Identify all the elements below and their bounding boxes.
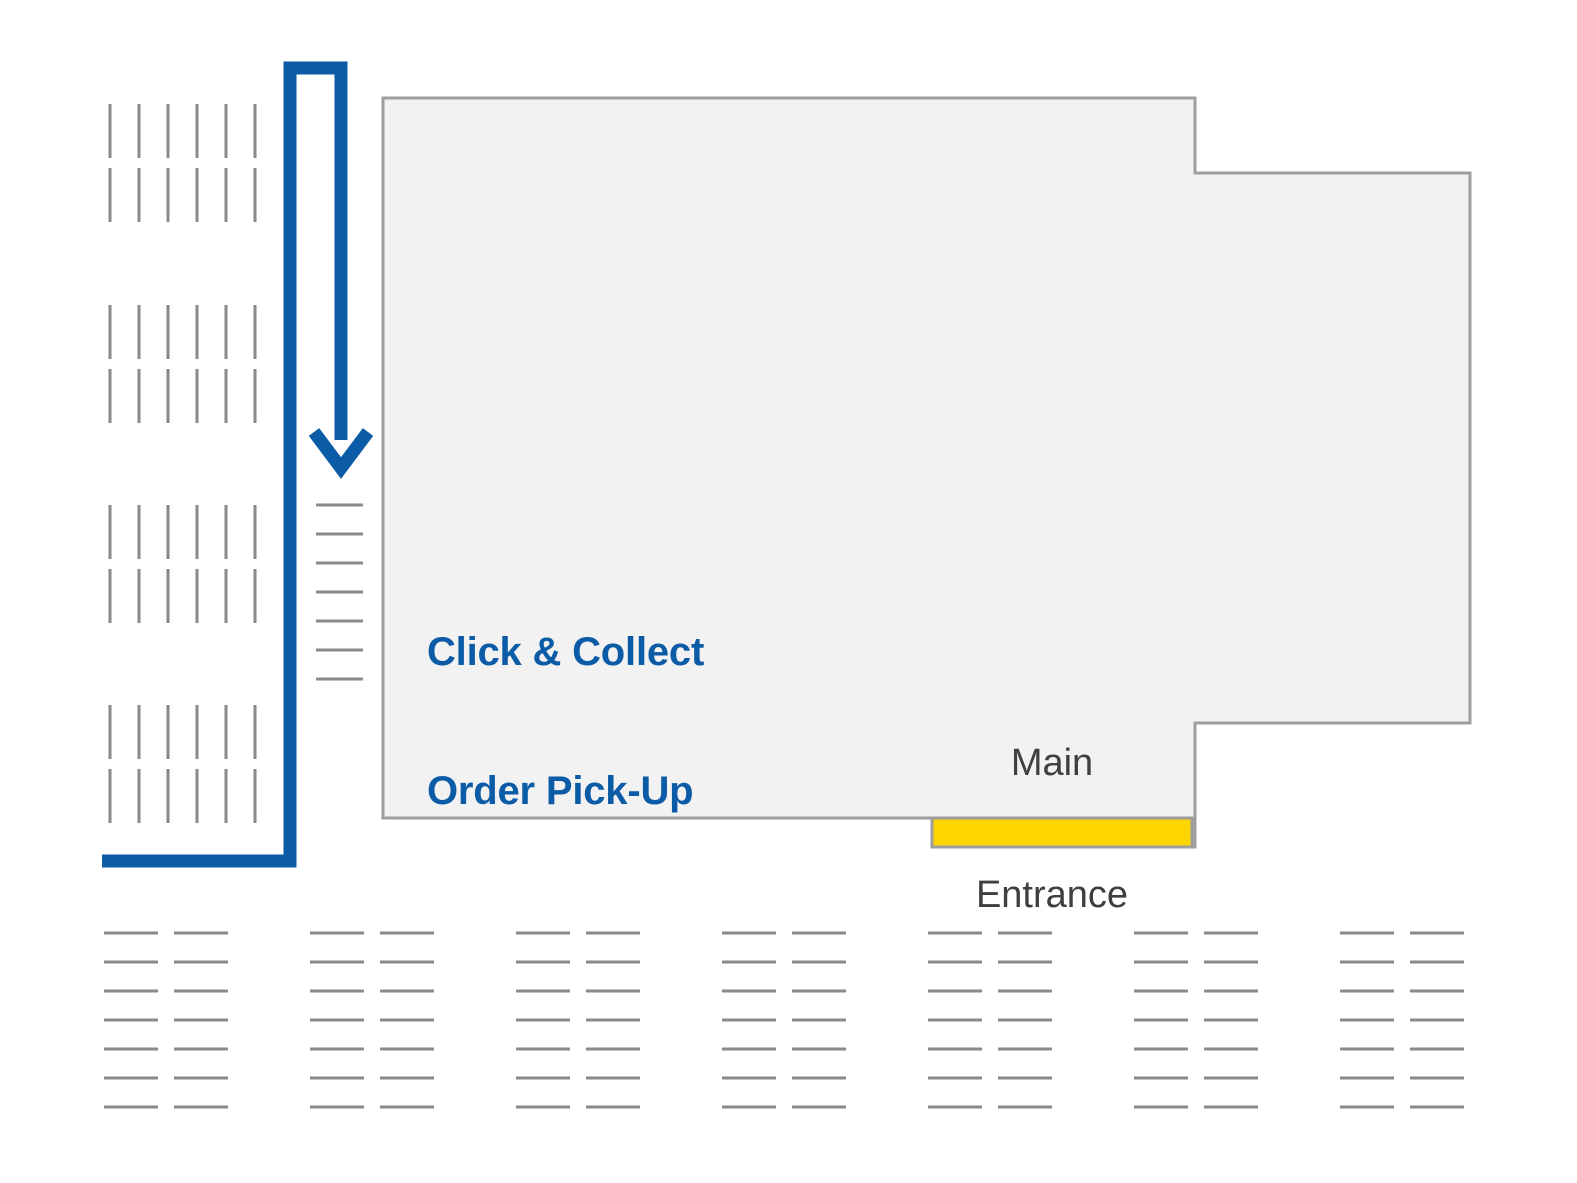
main-entrance-bar[interactable] — [930, 816, 1194, 849]
pickup-bay-stalls — [316, 503, 363, 681]
bottom-parking-lot — [104, 931, 1464, 1109]
click-collect-route-line — [102, 61, 348, 868]
left-parking-lot — [108, 104, 257, 823]
store-building — [381, 96, 1472, 849]
route-arrow-head-icon — [308, 428, 374, 479]
